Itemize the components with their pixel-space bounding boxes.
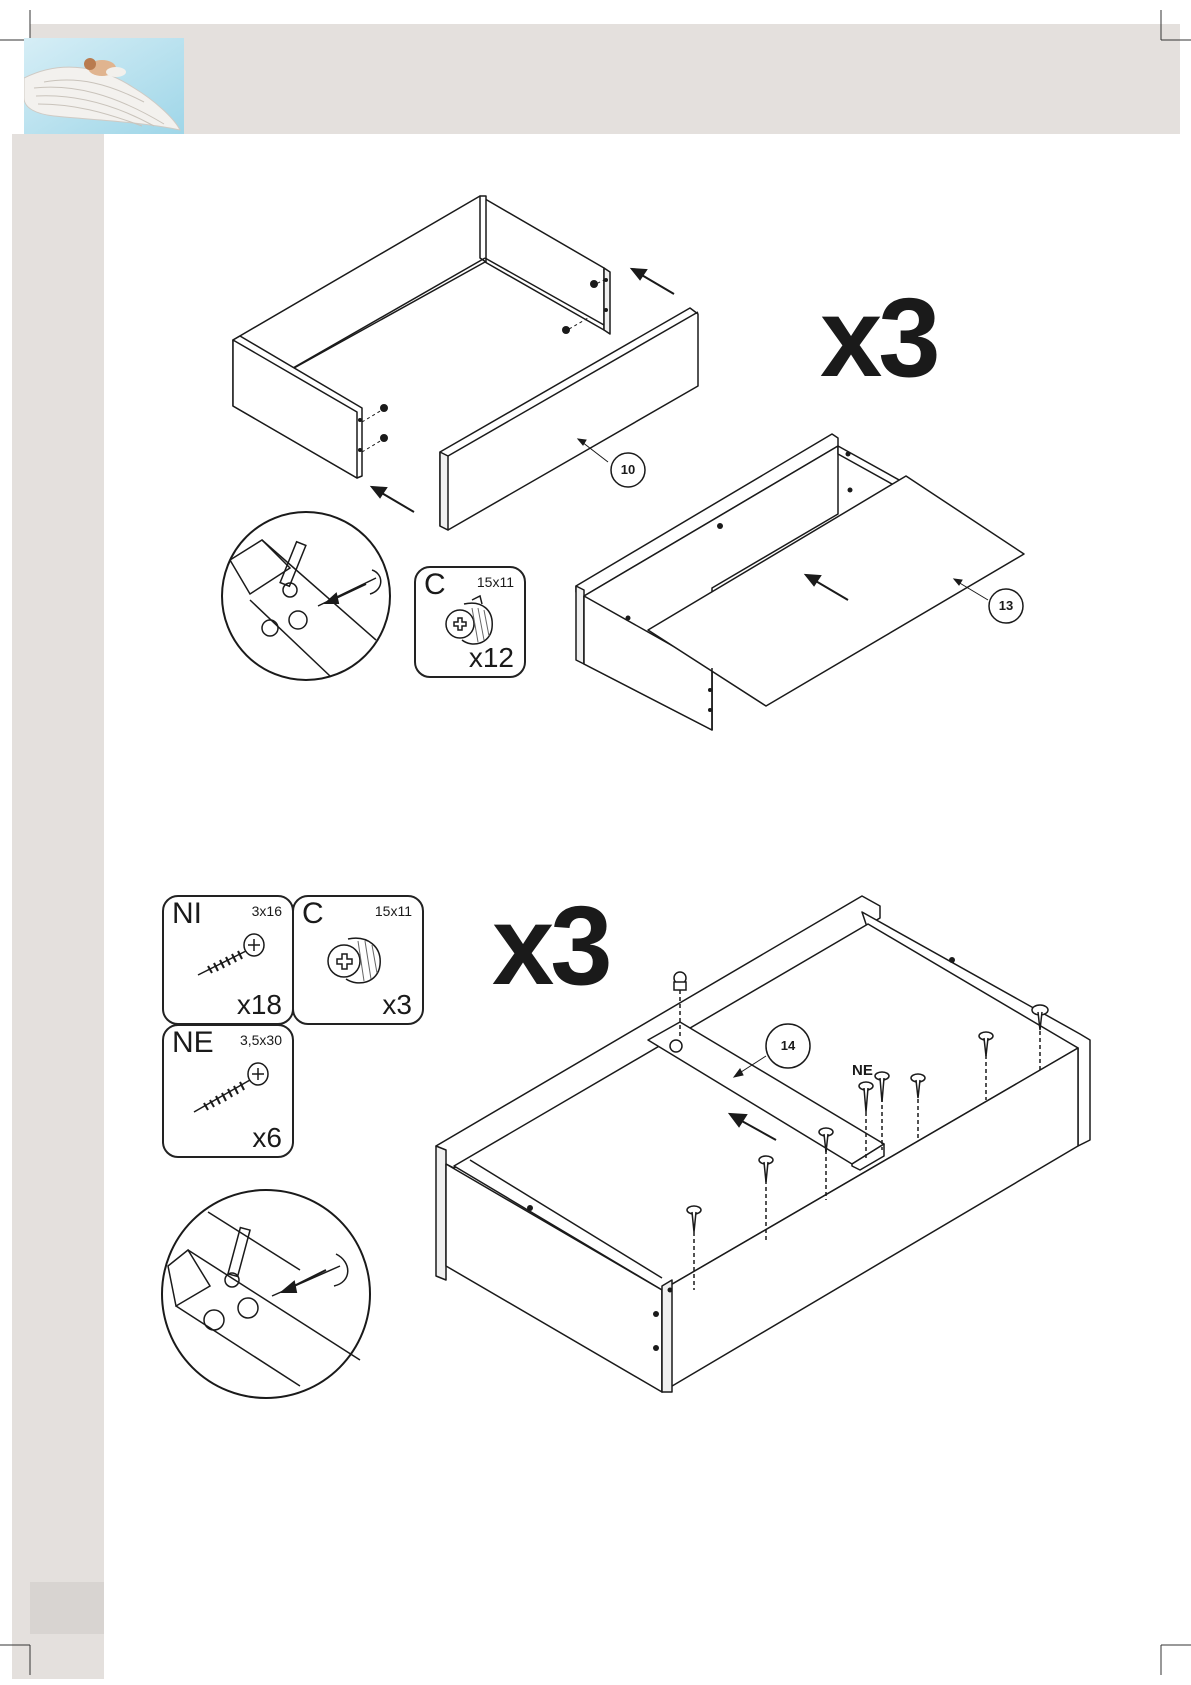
- screw-label-ne: NE: [852, 1062, 873, 1079]
- callout-14: 14: [771, 1038, 805, 1053]
